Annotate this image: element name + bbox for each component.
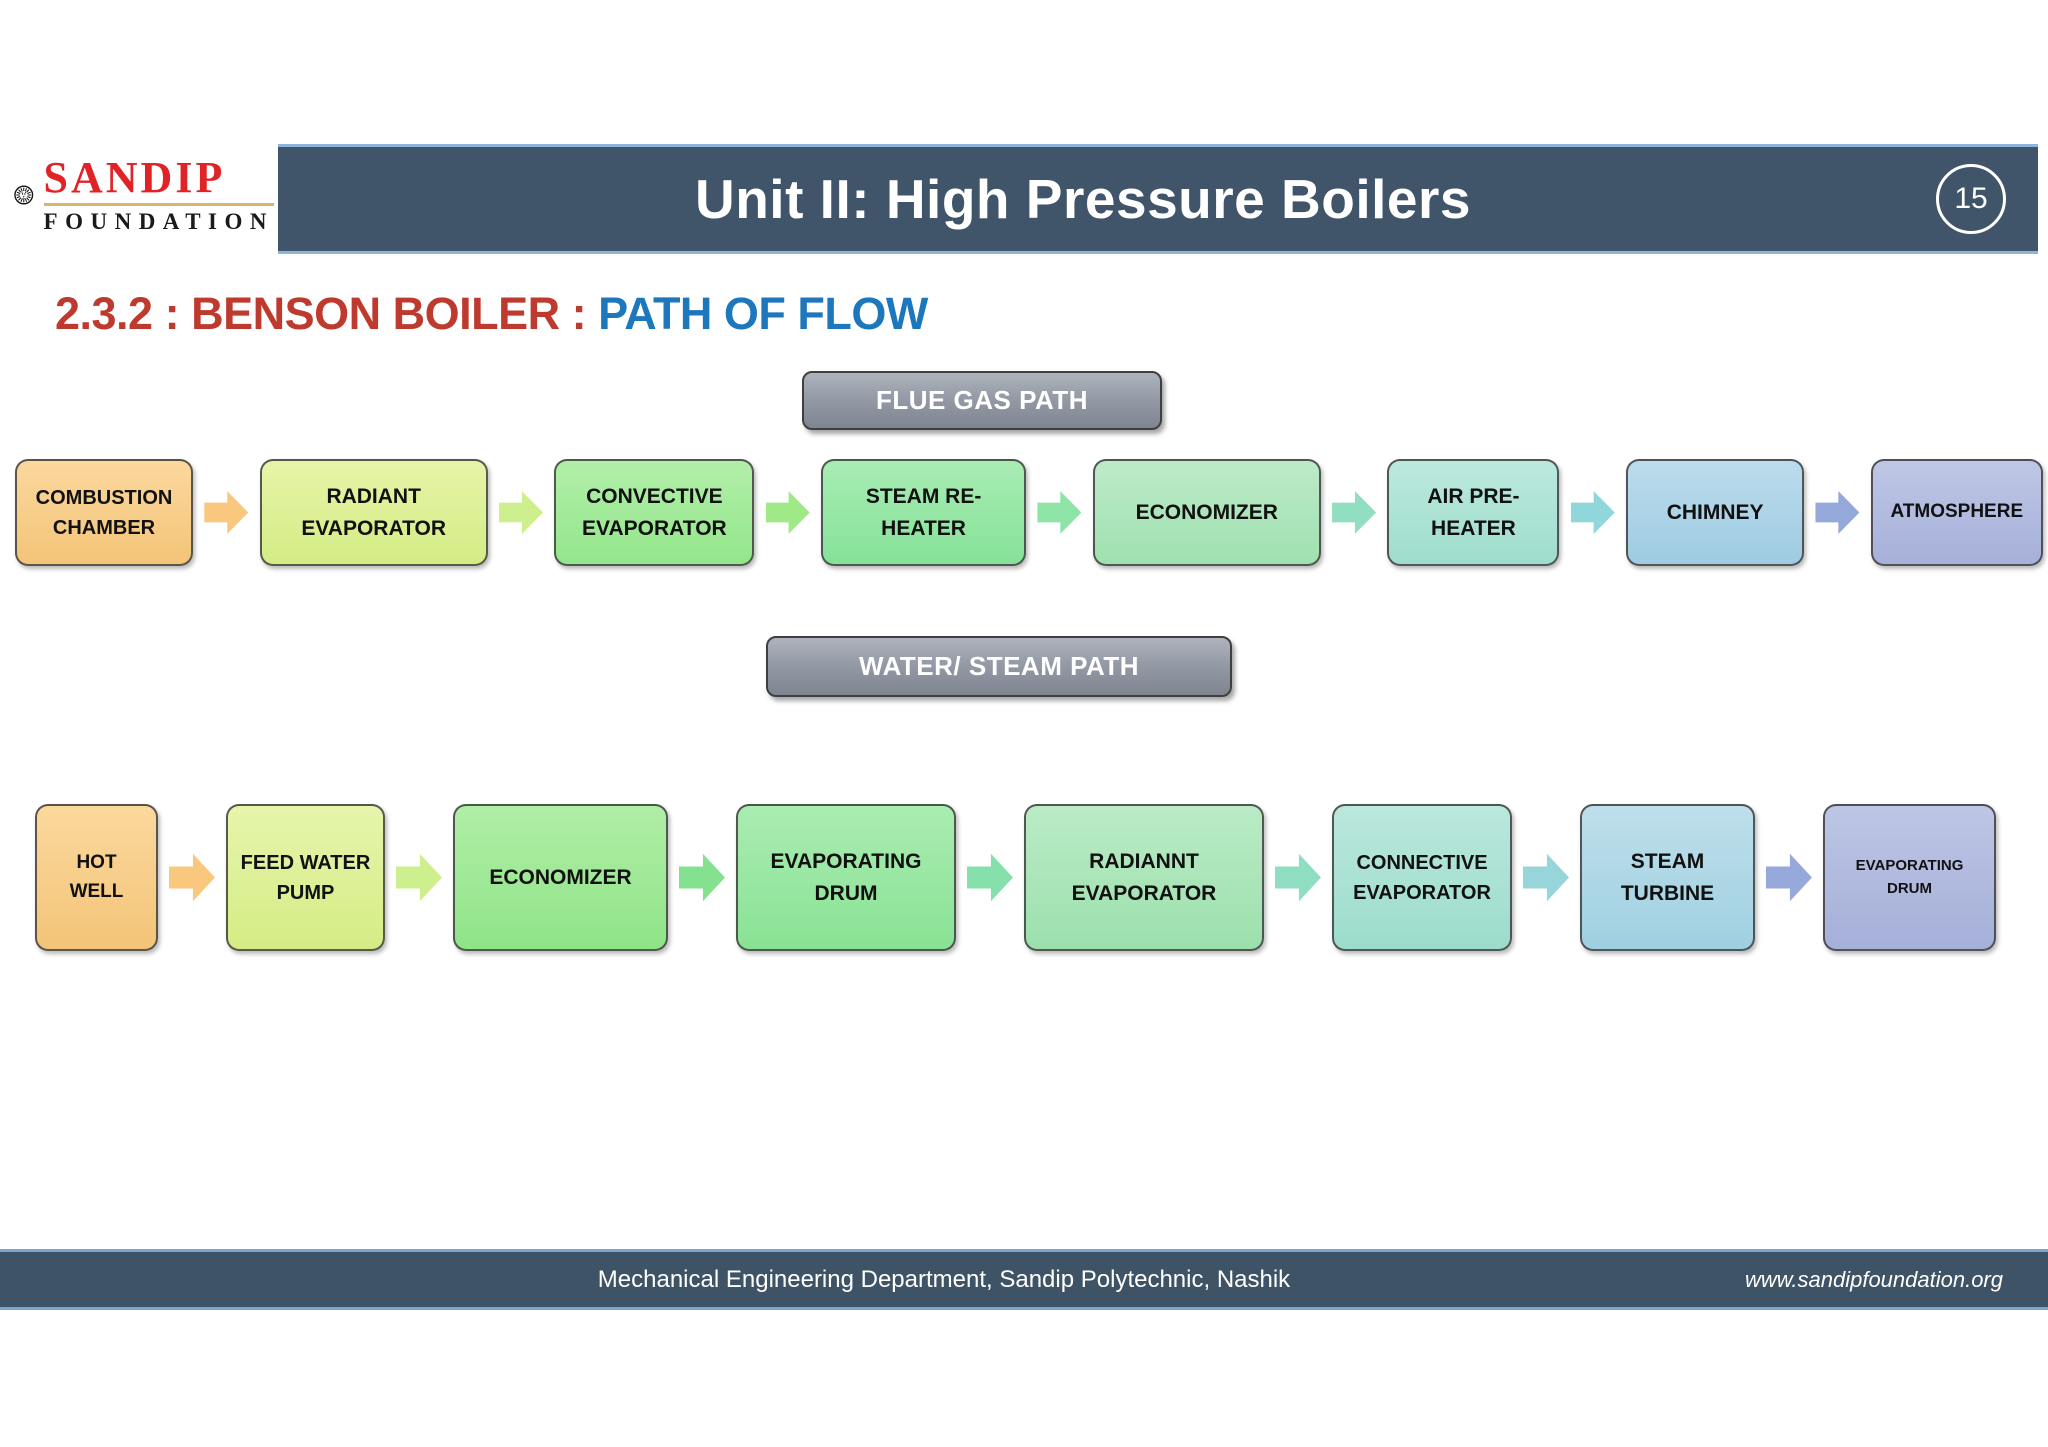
flow-node-label: EVAPORATING DRUM xyxy=(770,850,922,905)
footer-department: Mechanical Engineering Department, Sandi… xyxy=(597,1265,1291,1293)
flow-node-label: AIR PRE-HEATER xyxy=(1427,485,1520,540)
section-heading-number: 2.3.2 : BENSON BOILER : xyxy=(55,288,599,339)
flow-node: CONVECTIVE EVAPORATOR xyxy=(554,459,755,566)
section-heading: 2.3.2 : BENSON BOILER : PATH OF FLOW xyxy=(55,288,928,340)
flow-arrow-icon xyxy=(1766,853,1812,902)
flow-arrow-icon xyxy=(169,853,215,902)
flow-node-label: RADIANT EVAPORATOR xyxy=(301,485,447,540)
flow-node: RADIANNT EVAPORATOR xyxy=(1024,804,1264,951)
title-bar: Unit II: High Pressure Boilers 15 xyxy=(278,144,2038,254)
flow-arrow-icon xyxy=(499,491,544,534)
flow-node: STEAM TURBINE xyxy=(1580,804,1755,951)
flow-node: ECONOMIZER xyxy=(453,804,668,951)
flow-arrow-icon xyxy=(1570,491,1615,534)
footer-bar: Mechanical Engineering Department, Sandi… xyxy=(0,1249,2048,1310)
flow-arrow-icon xyxy=(204,491,249,534)
flow-node-label: ATMOSPHERE xyxy=(1890,501,2024,523)
page-number-badge: 15 xyxy=(1936,164,2006,234)
flue-gas-path-label: FLUE GAS PATH xyxy=(802,371,1162,430)
flow-arrow-icon xyxy=(765,491,810,534)
flow-node-label: ECONOMIZER xyxy=(489,865,632,889)
flow-arrow-icon xyxy=(967,853,1013,902)
flow-node-label: COMBUSTION CHAMBER xyxy=(35,486,173,539)
flue-gas-path-row: COMBUSTION CHAMBER RADIANT EVAPORATOR CONV… xyxy=(15,459,2043,566)
flow-node: STEAM RE-HEATER xyxy=(821,459,1027,566)
logo-foundation: FOUNDATION xyxy=(43,209,274,235)
flow-node: ATMOSPHERE xyxy=(1870,459,2043,566)
flow-node: EVAPORATING DRUM xyxy=(736,804,956,951)
footer-website: www.sandipfoundation.org xyxy=(1744,1266,2003,1292)
flow-arrow-icon xyxy=(1037,491,1082,534)
flow-node-label: HOT WELL xyxy=(69,852,124,902)
flow-node-label: STEAM RE-HEATER xyxy=(865,485,982,540)
flow-node: AIR PRE-HEATER xyxy=(1387,459,1560,566)
flow-arrow-icon xyxy=(679,853,725,902)
page-number: 15 xyxy=(1954,182,1988,215)
flow-arrow-icon xyxy=(1275,853,1321,902)
flow-arrow-icon xyxy=(1523,853,1569,902)
flow-node: CHIMNEY xyxy=(1626,459,1805,566)
logo-sandip: SANDIP xyxy=(43,154,274,207)
slide-title: Unit II: High Pressure Boilers xyxy=(694,168,1471,230)
flow-node-label: CHIMNEY xyxy=(1666,500,1764,524)
flow-node: ECONOMIZER xyxy=(1092,459,1321,566)
flow-node: FEED WATER PUMP xyxy=(226,804,385,951)
water-steam-path-label: WATER/ STEAM PATH xyxy=(766,636,1232,697)
flow-node-label: CONVECTIVE EVAPORATOR xyxy=(582,485,727,540)
flow-node-label: CONNECTIVE EVAPORATOR xyxy=(1353,851,1491,904)
lion-emblem-icon xyxy=(14,185,34,205)
flow-node-label: FEED WATER PUMP xyxy=(240,851,371,904)
flow-node: EVAPORATING DRUM xyxy=(1823,804,1996,951)
flow-arrow-icon xyxy=(1332,491,1377,534)
flow-node: CONNECTIVE EVAPORATOR xyxy=(1332,804,1512,951)
flow-arrow-icon xyxy=(1815,491,1860,534)
logo-text: SANDIP FOUNDATION xyxy=(43,154,274,235)
flow-arrow-icon xyxy=(396,853,442,902)
section-heading-highlight: PATH OF FLOW xyxy=(598,288,928,339)
flow-node: HOT WELL xyxy=(35,804,158,951)
flow-node-label: EVAPORATING DRUM xyxy=(1855,857,1964,897)
water-steam-path-row: HOT WELL FEED WATER PUMP ECONOMIZER EVAPORA… xyxy=(35,804,1996,951)
flow-node-label: ECONOMIZER xyxy=(1135,500,1278,524)
flow-node: RADIANT EVAPORATOR xyxy=(259,459,488,566)
flow-node-label: STEAM TURBINE xyxy=(1620,850,1715,905)
sandip-foundation-logo: SANDIP FOUNDATION xyxy=(14,142,274,248)
flow-node: COMBUSTION CHAMBER xyxy=(15,459,193,566)
flow-node-label: RADIANNT EVAPORATOR xyxy=(1071,850,1217,905)
